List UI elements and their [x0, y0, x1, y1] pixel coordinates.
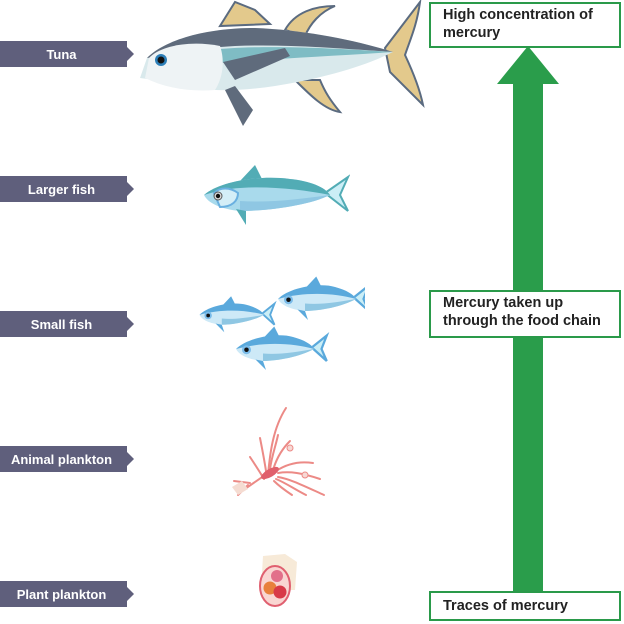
plant-plankton-icon	[259, 554, 297, 607]
level-label-plant-plankton: Plant plankton	[0, 581, 134, 607]
small-fish-2	[278, 276, 365, 320]
annotation-high-concentration: High concentration of mercury	[429, 2, 621, 48]
annotation-food-chain: Mercury taken up through the food chain	[429, 290, 621, 338]
arrow-up-icon	[497, 46, 559, 84]
level-label-small-fish: Small fish	[0, 311, 134, 337]
level-label-larger-fish: Larger fish	[0, 176, 134, 202]
larger-fish-icon	[204, 165, 350, 225]
small-fish-icon	[199, 276, 365, 370]
annotation-traces: Traces of mercury	[429, 591, 621, 621]
level-label-tuna: Tuna	[0, 41, 134, 67]
tuna-icon	[140, 0, 425, 126]
small-fish-3	[236, 326, 330, 370]
small-fish-1	[199, 296, 277, 333]
animal-plankton-icon	[232, 407, 325, 496]
level-label-animal-plankton: Animal plankton	[0, 446, 134, 472]
